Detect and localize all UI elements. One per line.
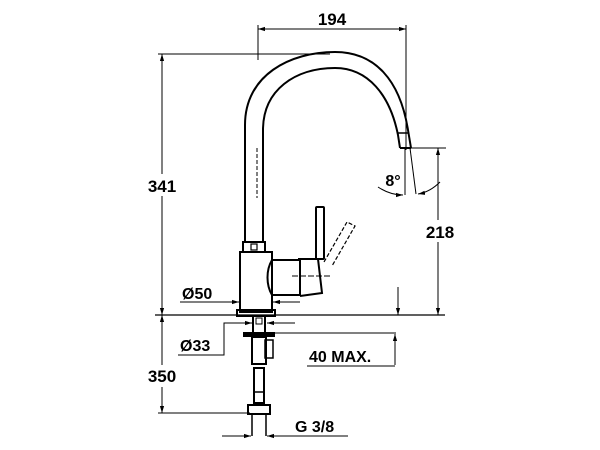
dimension-hose-length: 350	[140, 315, 250, 414]
dimension-total-height: 341	[140, 53, 330, 315]
dimension-thread: G 3/8	[222, 419, 348, 439]
spout-angle-label: 8°	[385, 173, 400, 190]
dimension-outlet-height: 218	[395, 147, 460, 315]
hose-length-label: 350	[148, 367, 176, 386]
total-height-label: 341	[148, 177, 176, 196]
dimension-spout-reach: 194	[257, 10, 407, 150]
dimension-body-diameter: Ø50	[180, 286, 300, 305]
mounting-diameter-label: Ø33	[180, 338, 210, 355]
dimension-spout-angle: 8°	[377, 147, 441, 198]
body-diameter-label: Ø50	[182, 286, 212, 303]
thread-label: G 3/8	[295, 419, 334, 436]
outlet-height-label: 218	[426, 223, 454, 242]
max-thickness-label: 40 MAX.	[309, 349, 371, 366]
spout-reach-label: 194	[318, 10, 347, 29]
faucet-outline	[236, 50, 412, 436]
dimension-max-thickness: 40 MAX.	[275, 332, 398, 367]
dimension-mounting-diameter: Ø33	[178, 320, 295, 356]
